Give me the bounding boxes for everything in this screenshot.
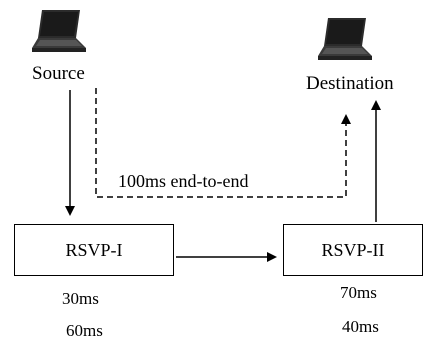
rsvp-ii-value-2: 40ms bbox=[342, 317, 379, 336]
rsvp-ii-value-1: 70ms bbox=[340, 283, 377, 302]
rsvp-i-node: RSVP-I bbox=[14, 224, 174, 276]
destination-label: Destination bbox=[306, 73, 394, 94]
rsvp-i-label: RSVP-I bbox=[65, 239, 123, 260]
rsvp-i-value-1: 30ms bbox=[62, 289, 99, 308]
rsvp-i-value-2: 60ms bbox=[66, 321, 103, 340]
destination-laptop-icon bbox=[318, 18, 372, 60]
rsvp-ii-label: RSVP-II bbox=[321, 239, 385, 260]
end-to-end-label: 100ms end-to-end bbox=[118, 171, 249, 191]
end-to-end-dashed-path bbox=[95, 88, 351, 198]
rsvp-ii-node: RSVP-II bbox=[283, 224, 423, 276]
source-laptop-icon bbox=[32, 10, 86, 52]
source-label: Source bbox=[32, 63, 85, 84]
